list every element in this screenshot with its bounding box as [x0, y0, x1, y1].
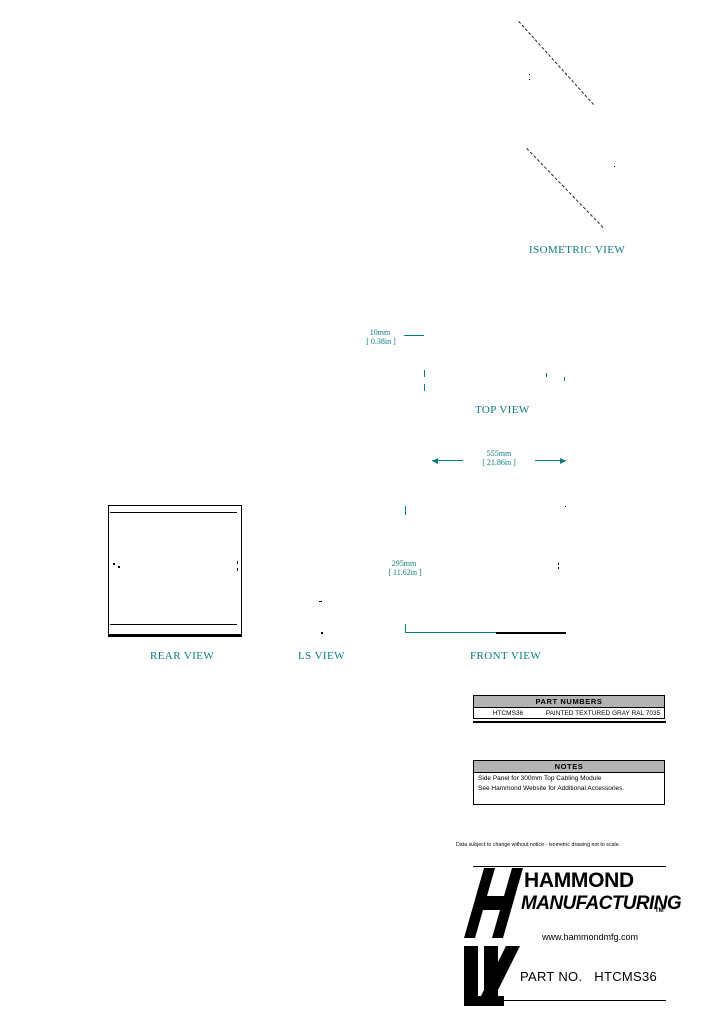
- top-view-extension-left-upper: [424, 370, 425, 377]
- disclaimer-text: Data subject to change without notice - …: [456, 842, 621, 848]
- dimension-height-metric: 295mm: [391, 559, 417, 568]
- part-number-value-text: HTCMS36: [594, 969, 658, 984]
- dimension-depth-metric: 555mm: [466, 449, 532, 458]
- dimension-depth-arrow-left: [432, 457, 438, 464]
- isometric-detail-dot-c: [614, 166, 615, 167]
- isometric-edge-lower: [526, 148, 604, 228]
- part-numbers-header: PART NUMBERS: [473, 695, 665, 708]
- dimension-depth-imperial: [ 21.86in ]: [463, 458, 535, 467]
- part-finish-value: PAINTED TEXTURED GRAY RAL 7035: [545, 709, 661, 717]
- ls-view-edge-upper: [319, 601, 322, 602]
- hammond-h-logo-icon: [464, 868, 523, 938]
- dimension-thickness-leader: [404, 335, 424, 336]
- top-view-extension-right-b: [564, 377, 565, 381]
- front-view-base-line-black: [496, 632, 566, 634]
- front-view-mid-mark-b: [558, 567, 559, 569]
- part-numbers-table-underline: [473, 721, 666, 723]
- rear-view-center-mark-right: [237, 561, 238, 564]
- title-block-divider-top: [473, 866, 666, 867]
- website-text: www.hammondmfg.com: [542, 932, 639, 942]
- front-view-corner-mark-top: [565, 506, 566, 507]
- notes-header: NOTES: [473, 760, 665, 773]
- dimension-thickness-imperial: [ 0.38in ]: [366, 337, 396, 346]
- rear-view-top-flange-line: [110, 512, 237, 513]
- table-row: HTCMS36 PAINTED TEXTURED GRAY RAL 7035: [474, 708, 665, 719]
- part-number-value: HTCMS36: [492, 709, 524, 717]
- front-view-base-line-teal: [405, 632, 506, 633]
- part-number-label-text: PART NO.: [520, 969, 583, 984]
- part-numbers-header-row: PART NUMBERS: [473, 695, 665, 708]
- title-block-divider-bottom: [473, 1000, 666, 1001]
- dimension-depth-arrow-right: [560, 457, 566, 464]
- list-item: See Hammond Website for Additional Acces…: [474, 783, 665, 804]
- rear-view-bottom-flange-line: [110, 624, 237, 625]
- top-view-label: TOP VIEW: [475, 404, 530, 416]
- company-name-line1: HAMMOND: [524, 869, 634, 892]
- part-number-label: PART NO. HTCMS36: [520, 969, 657, 984]
- notes-table: NOTES Side Panel for 300mm Top Cabling M…: [473, 760, 665, 805]
- dimension-thickness-metric: 10mm: [369, 328, 391, 337]
- part-numbers-table: PART NUMBERS HTCMS36 PAINTED TEXTURED GR…: [473, 695, 665, 719]
- dimension-height-imperial: [ 11.62in ]: [388, 568, 422, 577]
- rear-view-base-edge: [108, 634, 241, 636]
- front-view-extension-bottom: [405, 624, 406, 633]
- top-view-extension-left-lower: [424, 384, 425, 391]
- rear-view-outline: [108, 505, 242, 637]
- rear-view-center-mark-left-b: [118, 566, 120, 568]
- trademark-symbol: TM: [655, 908, 664, 914]
- ls-view-edge-lower: [321, 632, 323, 634]
- rear-view-label: REAR VIEW: [150, 650, 215, 662]
- list-item: Side Panel for 300mm Top Cabling Module: [474, 773, 665, 784]
- front-view-mid-mark-a: [558, 563, 559, 565]
- notes-header-row: NOTES: [473, 760, 665, 773]
- rear-view-center-mark-right-b: [237, 568, 238, 571]
- hammond-w-logo-icon: [464, 946, 520, 1006]
- isometric-detail-dot-b: [529, 79, 530, 80]
- front-view-label: FRONT VIEW: [470, 650, 542, 662]
- isometric-view-label: ISOMETRIC VIEW: [529, 244, 626, 256]
- isometric-detail-dot-a: [529, 74, 530, 75]
- front-view-extension-top: [405, 506, 406, 515]
- ls-view-label: LS VIEW: [298, 650, 345, 662]
- note-item-2: See Hammond Website for Additional Acces…: [478, 784, 625, 792]
- company-name-line2: MANUFACTURING: [521, 893, 682, 914]
- note-item-1: Side Panel for 300mm Top Cabling Module: [478, 774, 602, 782]
- top-view-extension-right-a: [546, 373, 547, 377]
- isometric-edge-upper: [518, 21, 594, 105]
- rear-view-center-mark-left: [113, 563, 115, 565]
